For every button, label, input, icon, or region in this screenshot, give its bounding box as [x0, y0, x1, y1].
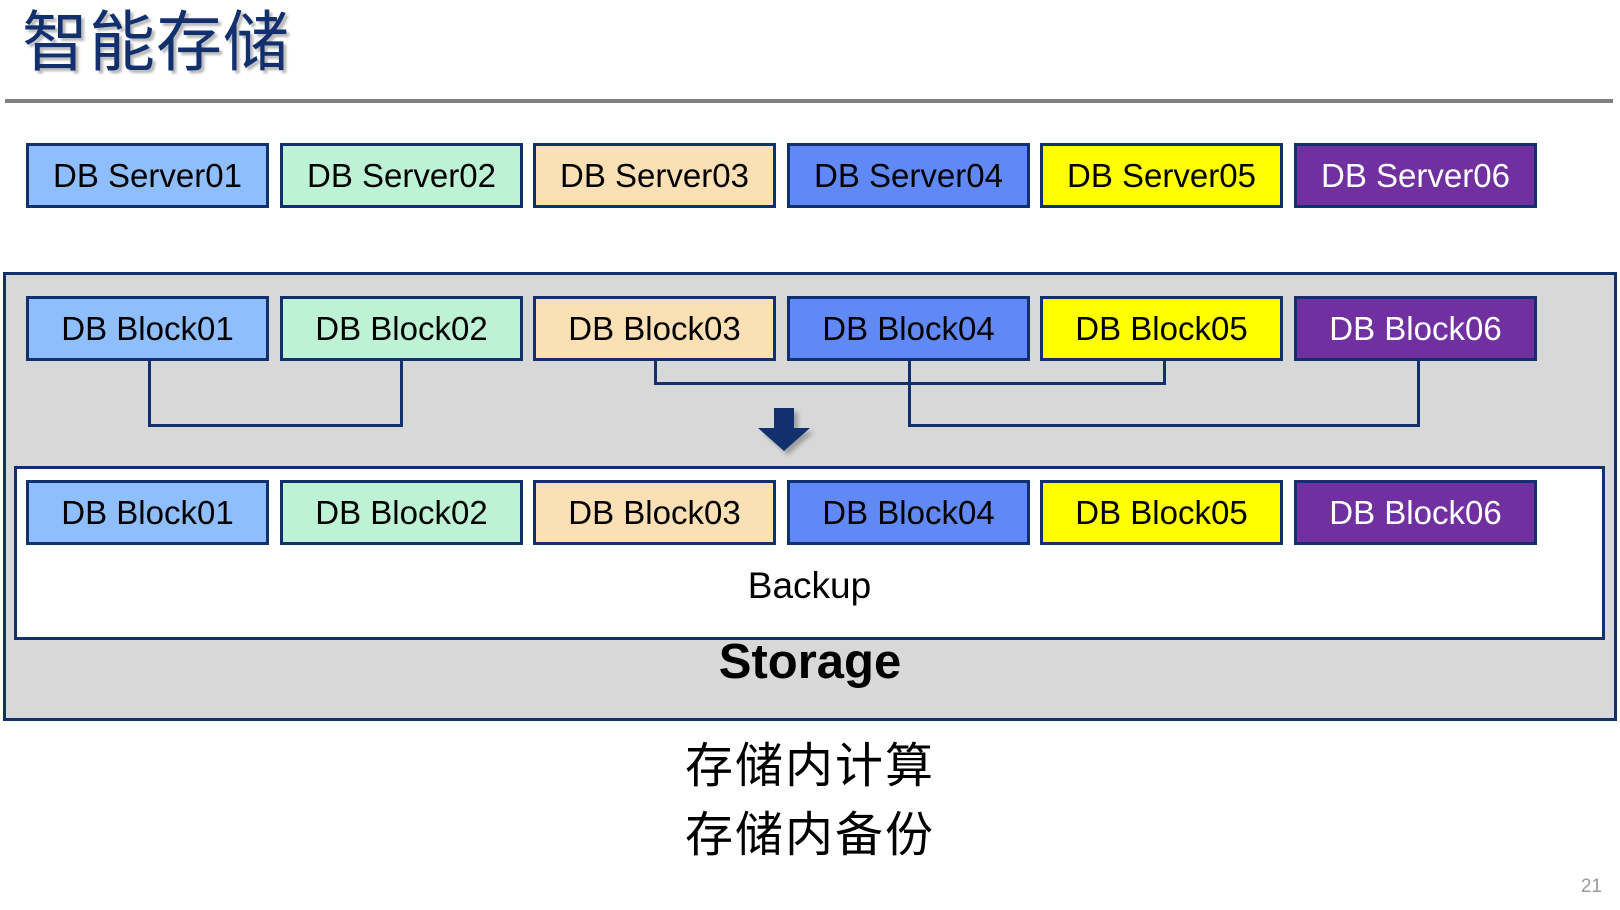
db-server-box[interactable]: DB Server06 — [1294, 143, 1537, 208]
connector-block01-block02-left-stem — [148, 361, 151, 427]
db-block-box[interactable]: DB Block05 — [1040, 296, 1283, 361]
db-block-box[interactable]: DB Block02 — [280, 480, 523, 545]
db-server-box[interactable]: DB Server03 — [533, 143, 776, 208]
connector-block01-block02-crossbar — [148, 424, 403, 427]
connector-block04-block06-right-stem — [1417, 361, 1420, 427]
caption-line-1: 存储内计算 — [684, 740, 935, 793]
connector-block03-block05-left-stem — [654, 361, 657, 385]
connector-block03-block05-right-stem — [1163, 361, 1166, 385]
connector-block01-block02-right-stem — [400, 361, 403, 427]
db-block-box[interactable]: DB Block05 — [1040, 480, 1283, 545]
caption-line-2: 存储内备份 — [684, 809, 935, 862]
db-block-box[interactable]: DB Block01 — [26, 480, 269, 545]
db-block-box[interactable]: DB Block03 — [533, 296, 776, 361]
db-server-box[interactable]: DB Server01 — [26, 143, 269, 208]
page-number: 21 — [1580, 876, 1602, 897]
db-server-box[interactable]: DB Server02 — [280, 143, 523, 208]
db-block-box[interactable]: DB Block02 — [280, 296, 523, 361]
db-block-box[interactable]: DB Block01 — [26, 296, 269, 361]
flow-arrow-down-icon — [756, 408, 812, 452]
db-block-box[interactable]: DB Block03 — [533, 480, 776, 545]
db-server-box[interactable]: DB Server05 — [1040, 143, 1283, 208]
backup-label: Backup — [747, 565, 872, 606]
db-block-box[interactable]: DB Block06 — [1294, 480, 1537, 545]
db-block-box[interactable]: DB Block04 — [787, 296, 1030, 361]
db-block-box[interactable]: DB Block06 — [1294, 296, 1537, 361]
db-server-box[interactable]: DB Server04 — [787, 143, 1030, 208]
page-title: 智能存储 — [22, 5, 290, 79]
db-block-box[interactable]: DB Block04 — [787, 480, 1030, 545]
title-divider — [5, 99, 1613, 103]
storage-label: Storage — [718, 635, 902, 689]
connector-block04-block06-left-stem — [908, 361, 911, 427]
connector-block04-block06-crossbar — [908, 424, 1420, 427]
